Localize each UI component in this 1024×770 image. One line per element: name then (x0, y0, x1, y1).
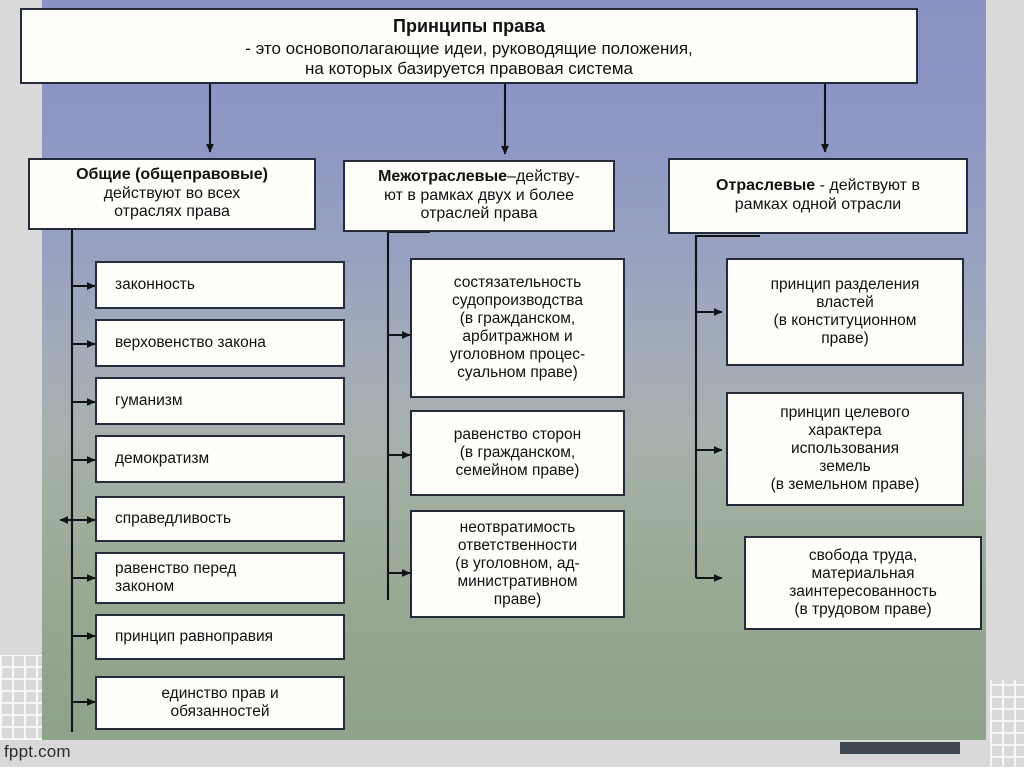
category-0-line-3: отраслях права (114, 203, 230, 221)
category-1-line-3: отраслей права (420, 205, 538, 223)
greek-key-pattern-left-icon (0, 655, 44, 740)
category-0-head: Общие (общеправовые) (76, 165, 268, 183)
left-item-2: гуманизм (95, 377, 345, 425)
title-line-1: Принципы права (393, 15, 545, 36)
greek-key-pattern-right-icon (990, 680, 1024, 770)
category-box-interbranch: Межотраслевые–действу- ют в рамках двух … (343, 160, 615, 232)
category-box-general: Общие (общеправовые) действуют во всех о… (28, 158, 316, 230)
category-2-head: Отраслевые - действуют в (716, 177, 920, 195)
category-2-line-2: рамках одной отрасли (734, 196, 902, 213)
left-item-1: верховенство закона (95, 319, 345, 367)
left-item-6: принцип равноправия (95, 614, 345, 660)
category-0-line-2: действуют во всех (103, 184, 241, 202)
left-item-4: справедливость (95, 496, 345, 542)
title-line-2: - это основополагающие идеи, руководящие… (245, 38, 693, 58)
diagram-title-box: Принципы права - это основополагающие ид… (20, 8, 918, 84)
title-line-3: на которых базируется правовая система (305, 58, 633, 78)
left-item-0: законность (95, 261, 345, 309)
watermark-fppt: fppt.com (4, 742, 71, 761)
category-box-branch: Отраслевые - действуют в рамках одной от… (668, 158, 968, 234)
bottom-accent-bar (840, 742, 960, 754)
left-item-3: демократизм (95, 435, 345, 483)
category-1-line-2: ют в рамках двух и более (383, 186, 574, 204)
middle-item-1: равенство сторон(в гражданском,семейном … (410, 410, 625, 496)
category-1-head: Межотраслевые–действу- (378, 167, 580, 185)
